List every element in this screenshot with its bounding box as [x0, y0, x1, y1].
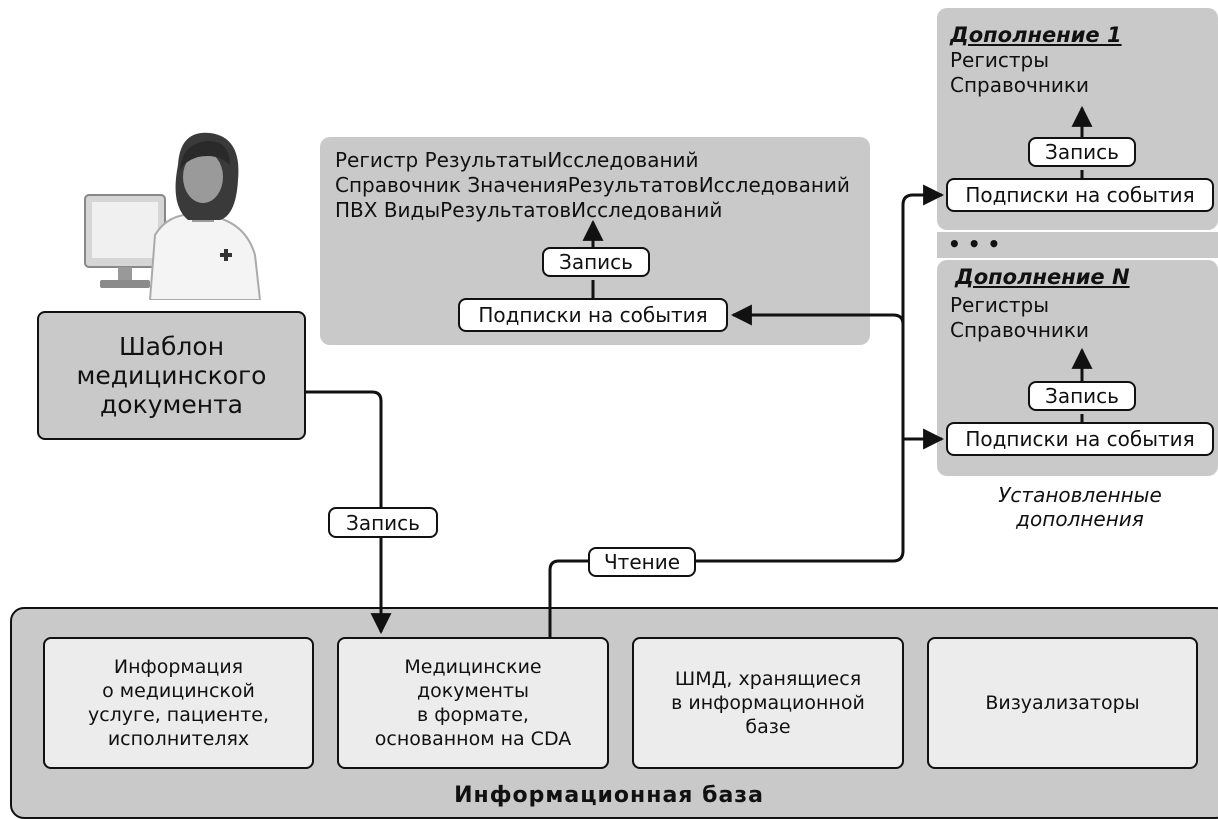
addons-ellipsis: • • •: [948, 232, 1001, 256]
addon-1-write-pill: Запись: [1028, 137, 1136, 167]
info-box-visualizers: Визуализаторы: [927, 637, 1198, 769]
addon-1-registers: Регистры: [950, 48, 1050, 72]
template-line: документа: [100, 390, 243, 419]
center-line-register: Регистр РезультатыИсследований: [335, 148, 699, 172]
info-box-line: основанном на CDA: [374, 728, 572, 750]
info-box-service-patient: Информация о медицинской услуге, пациент…: [43, 637, 314, 769]
center-write-pill: Запись: [542, 247, 650, 277]
info-box-line: исполнителях: [107, 728, 250, 750]
info-box-line: в формате,: [417, 704, 529, 726]
addon-n-write-pill: Запись: [1028, 381, 1136, 411]
info-box-line: о медицинской: [102, 680, 255, 702]
installed-caption-line: дополнения: [1016, 507, 1144, 531]
information-base-title: Информационная база: [454, 783, 764, 808]
installed-caption-line: Установленные: [998, 483, 1162, 507]
installed-addons-caption: Установленные дополнения: [960, 483, 1200, 531]
addons-ellipsis-band: [937, 232, 1218, 258]
template-line: медицинского: [76, 361, 267, 390]
addon-n-title: Дополнение N: [955, 265, 1130, 289]
info-box-line: базе: [745, 716, 791, 738]
info-box-line: Медицинские: [404, 656, 542, 678]
addon-n-subscriptions-pill: Подписки на события: [946, 422, 1214, 456]
addon-1-subscriptions-pill: Подписки на события: [946, 178, 1214, 212]
info-box-line: ШМД, хранящиеся: [674, 668, 862, 690]
center-subscriptions-pill: Подписки на события: [458, 298, 728, 332]
read-connector-label: Чтение: [588, 547, 696, 577]
info-box-line: Визуализаторы: [985, 692, 1140, 714]
template-line: Шаблон: [118, 332, 225, 361]
info-box-line: в информационной: [671, 692, 865, 714]
read-connector: [548, 304, 905, 637]
addon-1-title: Дополнение 1: [950, 23, 1122, 47]
info-box-cda-documents: Медицинские документы в формате, основан…: [337, 637, 609, 769]
addon-1-reference-books: Справочники: [950, 73, 1089, 97]
center-line-pvh: ПВХ ВидыРезультатовИсследований: [335, 198, 723, 222]
addon-n-registers: Регистры: [950, 293, 1050, 317]
addon-n-reference-books: Справочники: [950, 318, 1089, 342]
info-box-line: документы: [417, 680, 529, 702]
medical-document-template-box: Шаблон медицинского документа: [37, 311, 306, 440]
write-connector-label: Запись: [328, 507, 438, 538]
center-line-reference: Справочник ЗначенияРезультатовИсследован…: [335, 173, 850, 197]
info-box-line: Информация: [113, 656, 244, 678]
info-box-line: услуге, пациенте,: [87, 704, 270, 726]
doctor-at-computer-icon: [84, 132, 262, 300]
info-box-stored-templates: ШМД, хранящиеся в информационной базе: [632, 637, 904, 769]
